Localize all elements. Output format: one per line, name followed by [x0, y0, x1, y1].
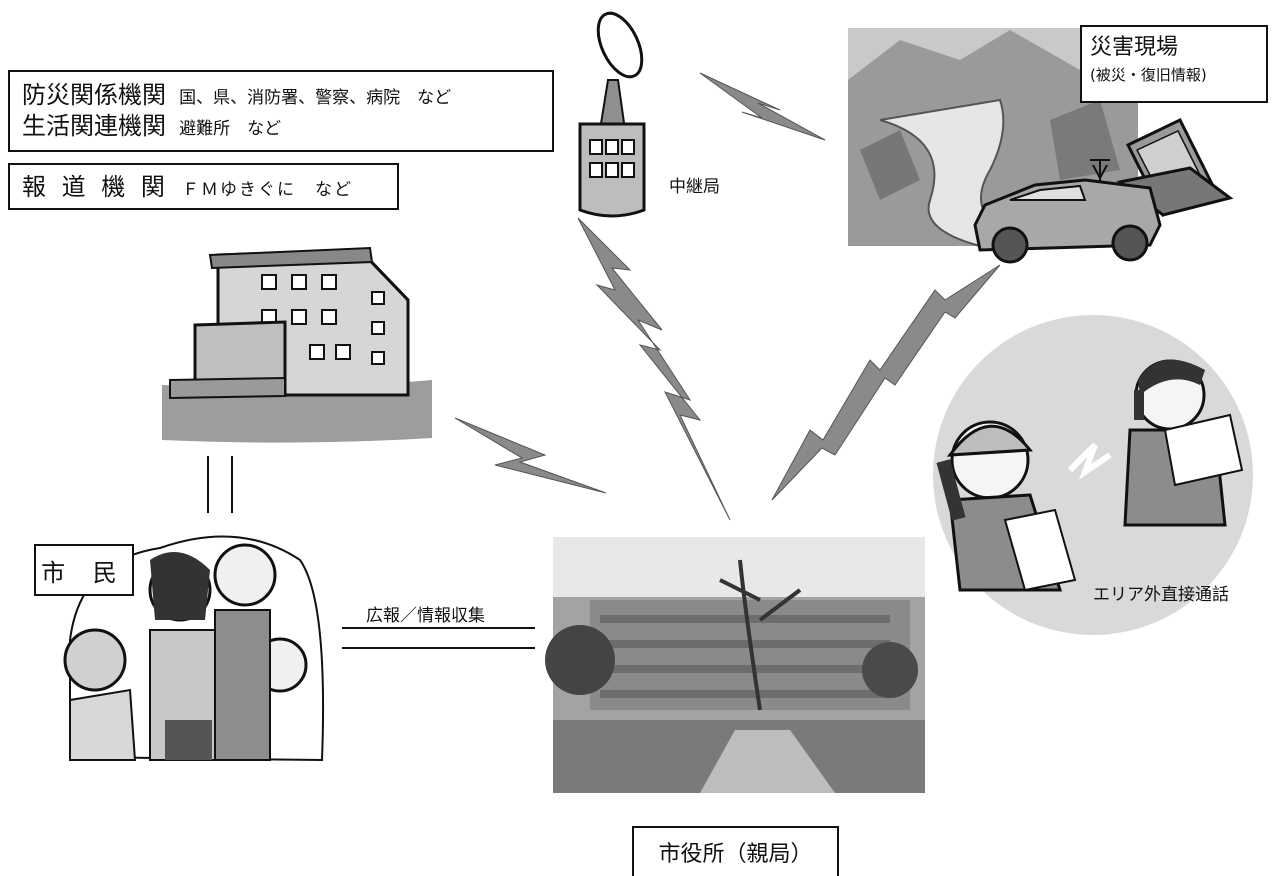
- direct-call-illustration: [933, 315, 1253, 635]
- org-life-title: 生活関連機関: [22, 112, 166, 140]
- bolt-relay-to-cityhall: [577, 217, 731, 521]
- citizens-box: 市 民: [34, 544, 134, 596]
- relay-station-label: 中継局: [669, 177, 720, 197]
- bolt-cityhall-to-disaster: [771, 264, 1001, 501]
- direct-call-label: エリア外直接通話: [1093, 585, 1229, 605]
- city-hall-photo: [545, 537, 925, 793]
- building-icon: [162, 246, 432, 443]
- city-hall-label: 市役所（親局）: [658, 842, 813, 867]
- radio-link-bolts: [454, 72, 1001, 521]
- org-row-disaster: 防災関係機関 国、県、消防署、警察、病院 など: [22, 78, 540, 115]
- city-hall-box: 市役所（親局）: [632, 826, 839, 876]
- org-disaster-detail: 国、県、消防署、警察、病院 など: [179, 88, 452, 108]
- bolt-building-to-cityhall: [454, 417, 607, 494]
- disaster-site-box: 災害現場 (被災・復旧情報): [1080, 25, 1268, 103]
- org-row-life: 生活関連機関 避難所 など: [22, 109, 540, 146]
- citizens-label: 市 民: [41, 558, 127, 587]
- media-title: 報 道 機 関: [22, 173, 169, 201]
- connection-lines-vertical: [207, 456, 233, 513]
- relay-tower-icon: [578, 11, 646, 218]
- pr-info-label: 広報／情報収集: [366, 606, 485, 626]
- media-box: 報 道 機 関 ＦＭゆきぐに など: [8, 163, 399, 210]
- laptop-icon: [1116, 118, 1234, 217]
- disaster-site-title: 災害現場: [1090, 35, 1179, 60]
- vehicle-icon: [973, 159, 1162, 264]
- org-disaster-title: 防災関係機関: [22, 81, 166, 109]
- inspector-person: [936, 420, 1077, 592]
- bolt-relay-to-disaster: [699, 72, 826, 141]
- organizations-box: 防災関係機関 国、県、消防署、警察、病院 など 生活関連機関 避難所 など: [8, 70, 554, 152]
- disaster-site-detail: (被災・復旧情報): [1090, 66, 1207, 84]
- media-detail: ＦＭゆきぐに など: [181, 180, 353, 200]
- org-life-detail: 避難所 など: [179, 119, 282, 139]
- officer-person: [1123, 359, 1244, 527]
- connection-lines-horizontal: [342, 627, 535, 649]
